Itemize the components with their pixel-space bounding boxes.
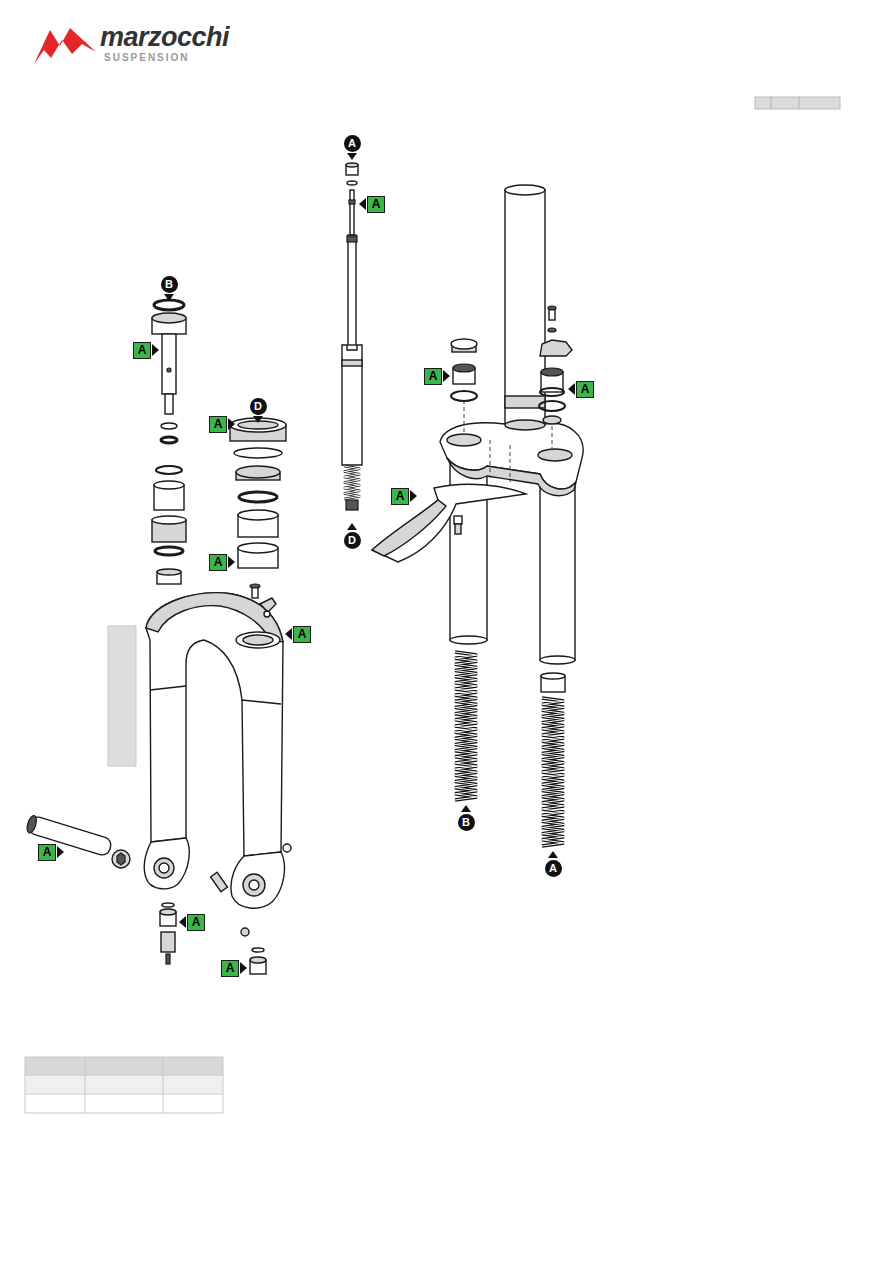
callout-circle: B: [161, 276, 178, 293]
callout-circle: D: [250, 398, 267, 415]
callout-pointer: [548, 851, 558, 858]
top-cap: [539, 306, 572, 424]
coil-spring: [542, 698, 564, 846]
coil-spring-highlight: [344, 466, 360, 499]
seal-stack: [230, 418, 286, 568]
logo-text: SUSPENSION: [104, 52, 190, 63]
lower-legs: [144, 593, 291, 909]
coil-spring: [455, 652, 477, 800]
callout-pointers: [57, 153, 575, 974]
callout-tag: A: [367, 196, 385, 213]
callout-pointer: [179, 916, 186, 928]
callout-tag: A: [209, 416, 227, 433]
callout-tag: A: [391, 488, 409, 505]
callout-pointer: [347, 153, 357, 160]
callout-tag: A: [424, 368, 442, 385]
coil-spring: [344, 466, 360, 499]
side-bar: [108, 626, 136, 766]
callout-circle: A: [545, 860, 562, 877]
empty-table: [755, 97, 840, 109]
callout-tag: A: [38, 844, 56, 861]
bolt-parts: [250, 584, 276, 617]
axle: [25, 815, 130, 868]
callout-circle: A: [344, 135, 361, 152]
callout-pointer: [57, 846, 64, 858]
callout-pointer: [240, 962, 247, 974]
coil-spring-highlight: [455, 652, 477, 800]
callout-pointer: [410, 490, 417, 502]
upper-assembly: [440, 185, 583, 664]
callout-pointer: [347, 523, 357, 530]
callout-tag: A: [576, 381, 594, 398]
bottom-parts: [160, 872, 266, 974]
callout-pointer: [228, 418, 235, 430]
empty-table: [25, 1057, 223, 1113]
coil-spring-highlight: [542, 698, 564, 846]
callout-pointer: [443, 370, 450, 382]
callout-pointer: [253, 416, 263, 423]
callout-pointer: [568, 383, 575, 395]
callout-tag: A: [209, 554, 227, 571]
callout-tag: A: [187, 914, 205, 931]
spacer: [541, 673, 565, 679]
callout-pointer: [359, 198, 366, 210]
cartridge-stack: [152, 300, 186, 584]
callout-pointer: [152, 344, 159, 356]
fender: [372, 484, 526, 562]
damper-rod: [342, 163, 362, 510]
callout-tag: A: [133, 342, 151, 359]
callout-pointer: [285, 628, 292, 640]
logo-mark: [34, 28, 96, 64]
callout-tag: A: [293, 626, 311, 643]
top-cap: [451, 339, 477, 401]
callout-pointer: [228, 556, 235, 568]
callout-pointer: [164, 294, 174, 301]
callout-circle: B: [458, 814, 475, 831]
springs: [344, 466, 564, 846]
callout-circle: D: [344, 532, 361, 549]
callout-pointer: [461, 805, 471, 812]
callout-tag: A: [221, 960, 239, 977]
logo-text: marzocchi: [100, 22, 229, 53]
